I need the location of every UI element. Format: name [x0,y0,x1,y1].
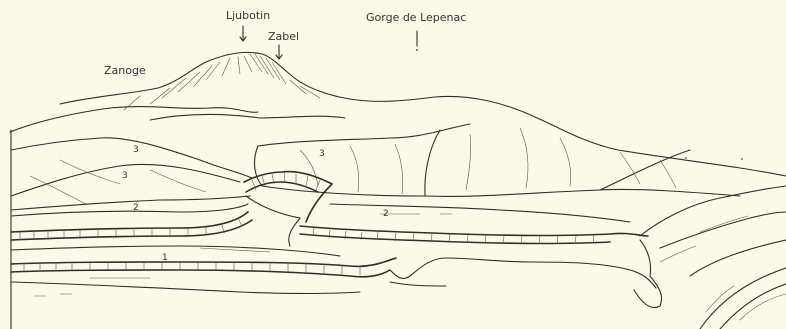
layer-number-3-center: 3 [319,149,325,159]
layer-number-2-center: 2 [383,209,389,219]
label-ljubotin: Ljubotin [226,9,270,22]
label-zanoge: Zanoge [104,64,146,77]
layer-2-center [300,204,648,244]
label-gorge-de-lepenac: Gorge de Lepenac [366,11,466,24]
speck-2 [741,158,743,160]
arrow-ljubotin [240,26,246,41]
hills-layer-3 [11,124,740,210]
river-bank [390,240,662,308]
speck-1 [685,157,687,159]
layer-number-3-lower-left: 3 [122,171,128,181]
layer-2-left [11,204,252,240]
layer-number-1: 1 [162,253,168,263]
layer-1 [11,246,396,296]
layer-number-3-upper-left: 3 [133,145,139,155]
peak-hatching [124,54,320,110]
layer-number-2-left: 2 [133,203,139,213]
label-zabel: Zabel [268,30,299,43]
arrow-zabel [276,45,282,59]
right-foreground-slope [640,186,786,329]
arrow-gorge [416,31,418,51]
